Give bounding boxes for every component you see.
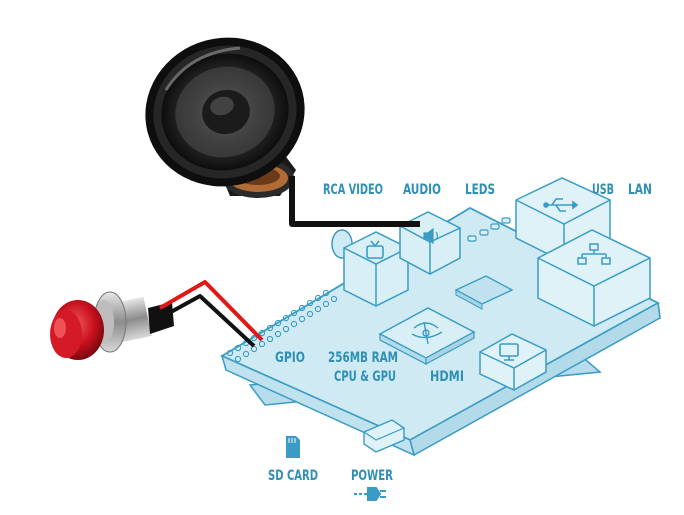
label-rca-video: RCA VIDEO — [323, 182, 383, 198]
label-leds: LEDS — [465, 182, 495, 198]
sd-card-icon — [286, 436, 300, 458]
label-lan: LAN — [628, 182, 652, 198]
label-ram: 256MB RAM — [328, 350, 398, 366]
push-button — [50, 292, 174, 360]
label-gpio: GPIO — [275, 350, 305, 366]
label-audio: AUDIO — [403, 182, 441, 198]
label-usb: USB — [592, 182, 614, 198]
label-hdmi: HDMI — [430, 369, 464, 385]
power-plug-icon — [354, 488, 386, 500]
label-power: POWER — [351, 468, 393, 484]
black-wire — [160, 296, 254, 346]
label-sd-card: SD CARD — [268, 468, 318, 484]
label-cpu-gpu: CPU & GPU — [334, 369, 396, 385]
